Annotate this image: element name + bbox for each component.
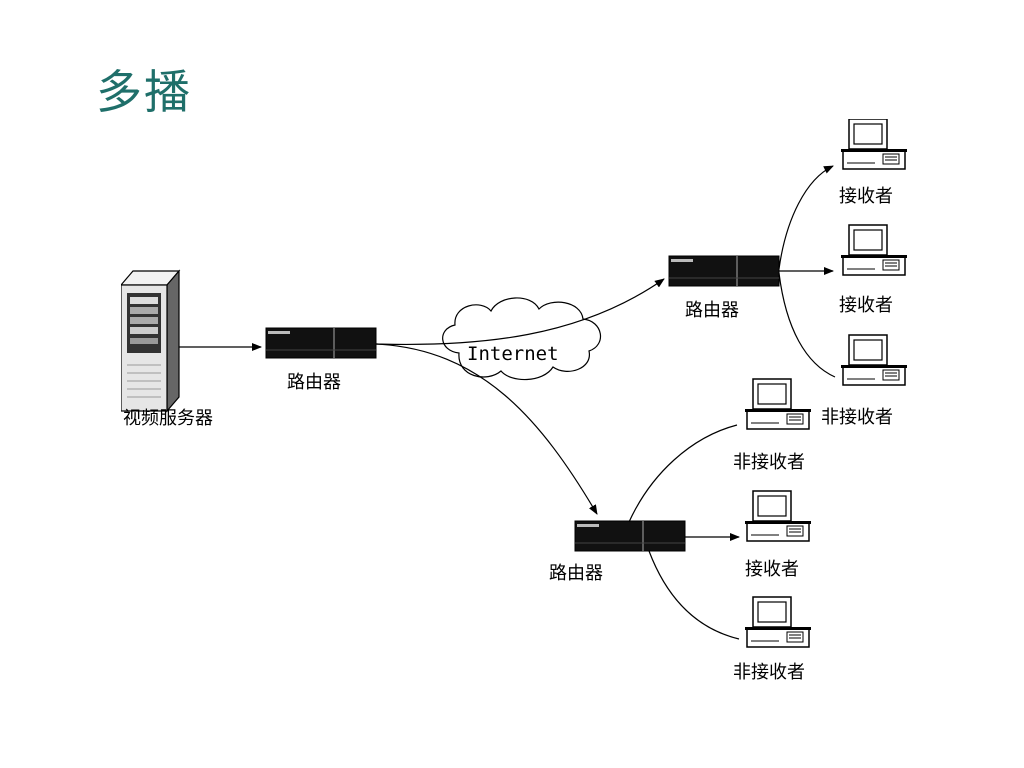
link-lower-r3 bbox=[648, 550, 740, 640]
link-router-upper bbox=[375, 278, 665, 346]
multicast-diagram: Internet 视频服务器 路由器 路由器 路由器 接收者 接收者 非接收者 … bbox=[121, 119, 913, 683]
lower-receiver-2-icon bbox=[744, 490, 812, 542]
link-lower-r1 bbox=[628, 424, 738, 523]
router-upper-label: 路由器 bbox=[685, 300, 739, 321]
cloud-label: Internet bbox=[467, 343, 559, 365]
upper-receiver-2-label: 接收者 bbox=[839, 295, 893, 316]
router-main-icon bbox=[265, 327, 377, 359]
lower-receiver-2-label: 接收者 bbox=[745, 559, 799, 580]
lower-receiver-1-icon bbox=[744, 378, 812, 430]
router-lower-icon bbox=[574, 520, 686, 552]
server-label: 视频服务器 bbox=[123, 408, 213, 429]
link-router-lower bbox=[375, 343, 598, 515]
link-upper-r3 bbox=[778, 272, 836, 378]
router-upper-icon bbox=[668, 255, 780, 287]
cloud-icon bbox=[442, 297, 601, 381]
lower-receiver-1-label: 非接收者 bbox=[733, 452, 805, 473]
lower-receiver-3-label: 非接收者 bbox=[733, 662, 805, 683]
server-tower-icon bbox=[121, 269, 181, 413]
lower-receiver-3-icon bbox=[744, 596, 812, 648]
router-main-label: 路由器 bbox=[287, 372, 341, 393]
upper-receiver-1-icon bbox=[840, 119, 908, 170]
upper-receiver-2-icon bbox=[840, 224, 908, 276]
upper-receiver-3-label: 非接收者 bbox=[821, 407, 893, 428]
upper-receiver-3-icon bbox=[840, 334, 908, 386]
upper-receiver-1-label: 接收者 bbox=[839, 186, 893, 207]
diagram-canvas bbox=[121, 119, 908, 648]
link-upper-r1 bbox=[778, 165, 834, 270]
router-lower-label: 路由器 bbox=[549, 563, 603, 584]
slide-title: 多播 bbox=[96, 65, 192, 119]
